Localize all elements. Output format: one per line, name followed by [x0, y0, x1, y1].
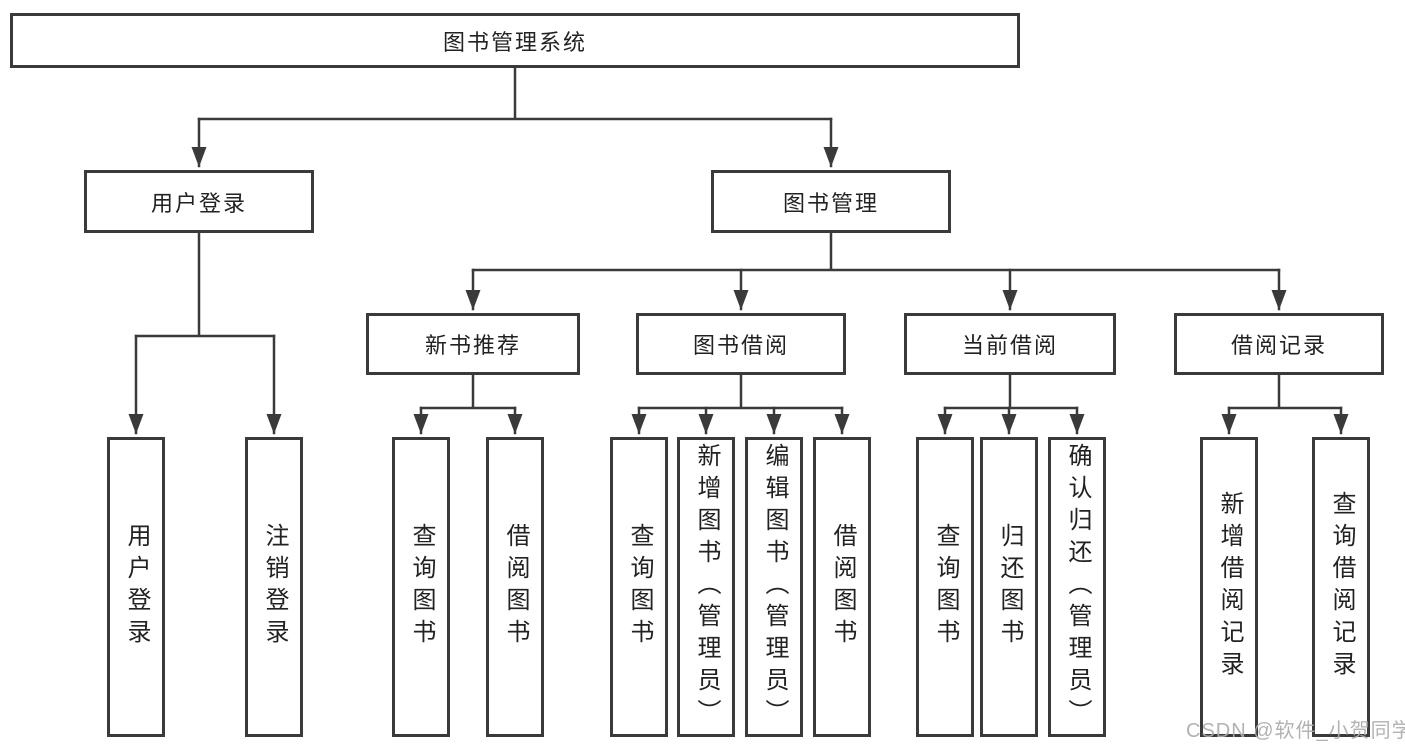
node-root-system: 图书管理系统 — [10, 13, 1020, 68]
node-new-book-recommend: 新书推荐 — [366, 313, 580, 375]
leaf-label: 借阅图书 — [502, 523, 529, 651]
leaf-label: 查询图书 — [408, 523, 435, 651]
connector-current-spine — [943, 373, 1079, 410]
leaf-borrow-book: 借阅图书 — [813, 437, 871, 737]
leaf-borrow-query-book: 查询图书 — [610, 437, 668, 737]
leaf-label: 新增图书（管理员） — [693, 443, 720, 731]
leaf-label: 查询借阅记录 — [1328, 491, 1355, 683]
leaf-user-login: 用户登录 — [107, 437, 165, 737]
leaf-label: 查询图书 — [626, 523, 653, 651]
connector-book-management-spine — [471, 231, 1281, 272]
node-current-borrow: 当前借阅 — [904, 313, 1116, 375]
leaf-confirm-return-admin: 确认归还（管理员） — [1048, 437, 1106, 737]
leaf-label: 新增借阅记录 — [1216, 491, 1243, 683]
csdn-watermark: CSDN @软件_小贺同学 — [1186, 720, 1405, 742]
leaf-recommend-query-book: 查询图书 — [392, 437, 450, 737]
leaf-recommend-borrow-book: 借阅图书 — [486, 437, 544, 737]
leaf-label: 查询图书 — [932, 523, 959, 651]
connector-records-spine — [1227, 373, 1343, 410]
leaf-return-book: 归还图书 — [980, 437, 1038, 737]
leaf-label: 归还图书 — [996, 523, 1023, 651]
node-user-login: 用户登录 — [84, 170, 314, 233]
leaf-add-book-admin: 新增图书（管理员） — [677, 437, 735, 737]
leaf-label: 编辑图书（管理员） — [761, 443, 788, 731]
leaf-label: 借阅图书 — [829, 523, 856, 651]
node-book-management: 图书管理 — [711, 170, 951, 233]
leaf-label: 注销登录 — [261, 523, 288, 651]
connector-borrow-spine — [637, 373, 844, 410]
leaf-query-borrow-record: 查询借阅记录 — [1312, 437, 1370, 737]
leaf-label: 用户登录 — [123, 523, 150, 651]
node-book-borrow: 图书借阅 — [636, 313, 846, 375]
connector-recommend-spine — [419, 373, 517, 410]
leaf-edit-book-admin: 编辑图书（管理员） — [745, 437, 803, 737]
connector-user-login-spine — [134, 231, 276, 338]
connector-root-spine — [197, 66, 833, 121]
leaf-add-borrow-record: 新增借阅记录 — [1200, 437, 1258, 737]
leaf-label: 确认归还（管理员） — [1064, 443, 1091, 731]
leaf-logout: 注销登录 — [245, 437, 303, 737]
leaf-current-query-book: 查询图书 — [916, 437, 974, 737]
node-borrow-records: 借阅记录 — [1174, 313, 1384, 375]
